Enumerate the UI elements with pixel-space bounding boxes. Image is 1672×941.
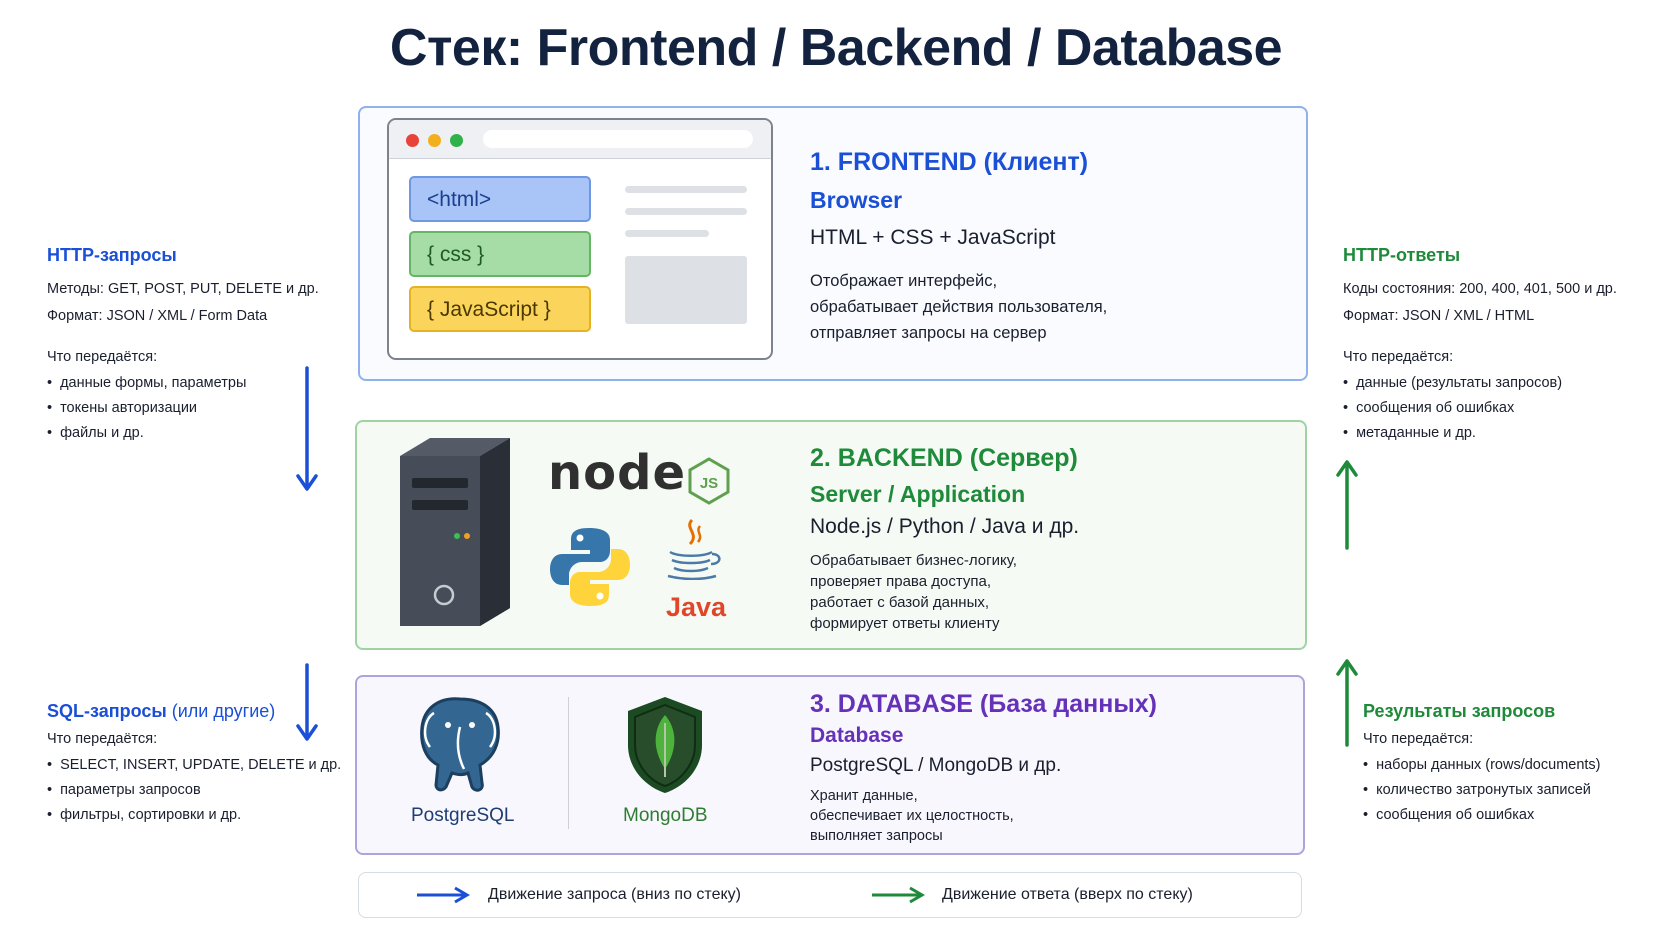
list-item: параметры запросов xyxy=(47,778,341,803)
list-item: фильтры, сортировки и др. xyxy=(47,803,341,828)
http-response-items: данные (результаты запросов) сообщения о… xyxy=(1343,371,1562,446)
nodejs-logo: node xyxy=(548,445,687,501)
results-arrow-up-icon xyxy=(1336,659,1358,747)
placeholder-image-block xyxy=(625,256,747,324)
list-item: наборы данных (rows/documents) xyxy=(1363,753,1600,778)
frontend-title: 1. FRONTEND (Клиент) xyxy=(810,148,1089,176)
desc-line: проверяет права доступа, xyxy=(810,573,992,590)
frontend-description: Отображает интерфейс, обрабатывает дейст… xyxy=(810,268,1107,346)
desc-line: работает с базой данных, xyxy=(810,594,990,611)
request-arrow-legend-icon xyxy=(417,886,470,904)
http-status-codes: Коды состояния: 200, 400, 401, 500 и др. xyxy=(1343,281,1617,297)
placeholder-line xyxy=(625,186,747,193)
desc-line: Хранит данные, xyxy=(810,788,918,804)
java-cup-icon xyxy=(667,518,721,580)
sql-request-what: Что передаётся: xyxy=(47,731,158,747)
address-bar xyxy=(483,130,753,148)
database-tech: PostgreSQL / MongoDB и др. xyxy=(810,755,1062,776)
logo-divider xyxy=(568,697,569,829)
close-dot-icon xyxy=(406,134,419,147)
backend-tech: Node.js / Python / Java и др. xyxy=(810,515,1080,538)
list-item: токены авторизации xyxy=(47,396,246,421)
sql-heading-main: SQL-запросы xyxy=(47,701,167,721)
request-arrow-down-icon xyxy=(296,366,318,491)
http-responses-heading: HTTP-ответы xyxy=(1343,245,1461,265)
query-results-items: наборы данных (rows/documents) количеств… xyxy=(1363,753,1601,828)
frontend-tech: HTML + CSS + JavaScript xyxy=(810,226,1056,249)
placeholder-line xyxy=(625,208,747,215)
list-item: данные (результаты запросов) xyxy=(1343,371,1562,396)
http-request-what: Что передаётся: xyxy=(47,349,158,365)
list-item: сообщения об ошибках xyxy=(1343,396,1562,421)
mongodb-label: MongoDB xyxy=(623,805,708,826)
list-item: данные формы, параметры xyxy=(47,371,246,396)
desc-line: выполняет запросы xyxy=(810,828,943,844)
browser-titlebar xyxy=(389,120,771,159)
sql-request-items: SELECT, INSERT, UPDATE, DELETE и др. пар… xyxy=(47,753,341,828)
java-logo-text: Java xyxy=(666,592,727,622)
desc-line: отправляет запросы на сервер xyxy=(810,324,1047,342)
page-title: Стек: Frontend / Backend / Database xyxy=(389,19,1283,77)
list-item: метаданные и др. xyxy=(1343,421,1562,446)
list-item: сообщения об ошибках xyxy=(1363,803,1601,828)
postgresql-elephant-icon xyxy=(420,697,500,792)
sql-arrow-down-icon xyxy=(296,663,318,741)
maximize-dot-icon xyxy=(450,134,463,147)
database-subtitle: Database xyxy=(810,724,904,747)
minimize-dot-icon xyxy=(428,134,441,147)
query-results-what: Что передаётся: xyxy=(1363,731,1474,747)
query-results-heading: Результаты запросов xyxy=(1363,701,1556,721)
desc-line: Обрабатывает бизнес-логику, xyxy=(810,552,1017,569)
sql-requests-heading: SQL-запросы (или другие) xyxy=(47,701,275,722)
frontend-subtitle: Browser xyxy=(810,187,903,213)
http-response-format: Формат: JSON / XML / HTML xyxy=(1343,308,1535,324)
http-requests-heading: HTTP-запросы xyxy=(47,245,177,265)
placeholder-line xyxy=(625,230,709,237)
desc-line: обеспечивает их целостность, xyxy=(810,808,1014,824)
html-tag: <html> xyxy=(409,176,591,222)
backend-title: 2. BACKEND (Сервер) xyxy=(810,444,1078,472)
desc-line: формирует ответы клиенту xyxy=(810,615,1000,632)
legend-response: Движение ответа (вверх по стеку) xyxy=(942,886,1193,903)
css-tag: { css } xyxy=(409,231,591,277)
mongodb-leaf-icon xyxy=(628,697,702,793)
database-panel xyxy=(355,675,1305,855)
backend-panel xyxy=(355,420,1307,650)
http-request-format: Формат: JSON / XML / Form Data xyxy=(47,308,268,324)
database-description: Хранит данные, обеспечивает их целостнос… xyxy=(810,786,1014,846)
list-item: SELECT, INSERT, UPDATE, DELETE и др. xyxy=(47,753,341,778)
nodejs-js-label: JS xyxy=(700,475,718,492)
nodejs-hexagon-icon: JS xyxy=(688,457,730,505)
backend-description: Обрабатывает бизнес-логику, проверяет пр… xyxy=(810,550,1017,634)
http-methods: Методы: GET, POST, PUT, DELETE и др. xyxy=(47,281,319,297)
server-tower-icon xyxy=(400,438,510,626)
response-arrow-up-icon xyxy=(1336,460,1358,550)
http-request-items: данные формы, параметры токены авторизац… xyxy=(47,371,246,446)
python-logo-icon xyxy=(550,528,630,606)
sql-heading-extra: (или другие) xyxy=(171,701,276,721)
desc-line: обрабатывает действия пользователя, xyxy=(810,298,1108,316)
desc-line: Отображает интерфейс, xyxy=(810,272,998,290)
postgresql-label: PostgreSQL xyxy=(411,805,515,826)
response-arrow-legend-icon xyxy=(872,886,925,904)
legend xyxy=(358,872,1302,918)
http-response-what: Что передаётся: xyxy=(1343,349,1454,365)
list-item: файлы и др. xyxy=(47,421,246,446)
javascript-tag: { JavaScript } xyxy=(409,286,591,332)
list-item: количество затронутых записей xyxy=(1363,778,1601,803)
browser-window-illustration: <html> { css } { JavaScript } xyxy=(387,118,773,360)
database-title: 3. DATABASE (База данных) xyxy=(810,690,1157,718)
legend-request: Движение запроса (вниз по стеку) xyxy=(488,886,741,903)
backend-subtitle: Server / Application xyxy=(810,481,1026,507)
